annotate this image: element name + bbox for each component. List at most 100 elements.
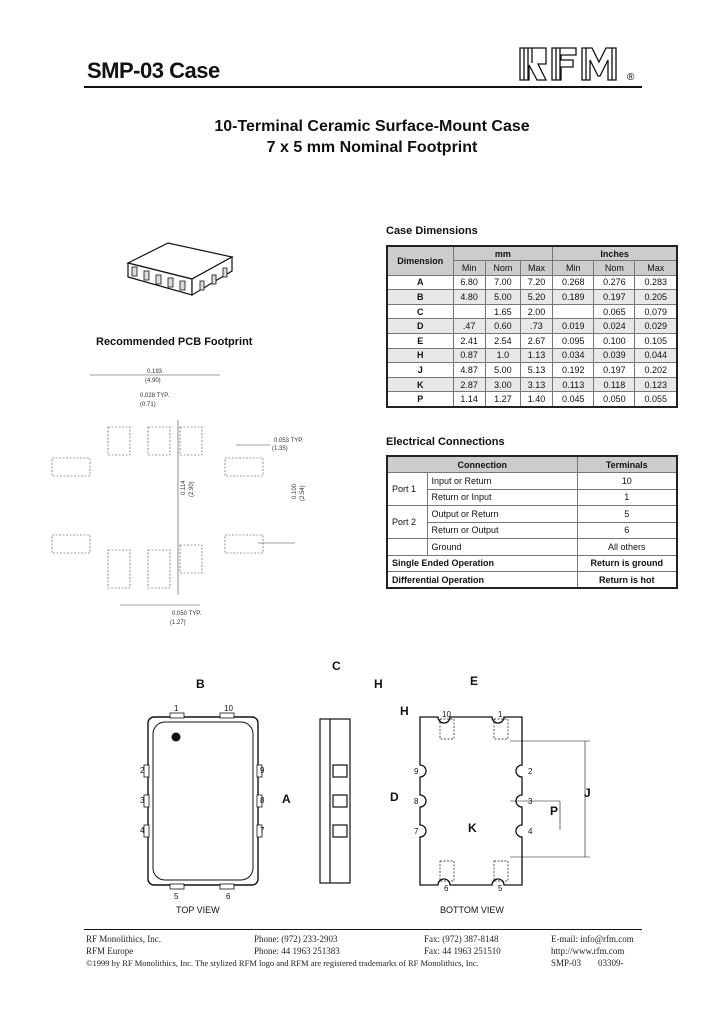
- dimension-value: 4.87: [452, 362, 486, 378]
- electrical-heading: Electrical Connections: [386, 436, 505, 448]
- terminal-cell: 6: [576, 521, 678, 539]
- connection-cell: Input or Return: [426, 472, 578, 490]
- sub-col: Max: [634, 260, 678, 276]
- dimension-value: 3.00: [484, 376, 521, 393]
- pin-9: 9: [260, 766, 265, 775]
- dimension-value: 1.0: [484, 347, 521, 364]
- label-p: P: [550, 804, 558, 818]
- connection-cell: Return or Input: [426, 488, 578, 506]
- dimension-label: E: [386, 333, 454, 349]
- pin-6: 6: [226, 892, 231, 901]
- dimension-value: 0.268: [552, 274, 595, 291]
- pin-7: 7: [260, 826, 265, 835]
- label-h-bottom: H: [400, 704, 409, 718]
- dimension-value: 7.00: [484, 274, 521, 291]
- dimension-value: [552, 303, 595, 320]
- blank-cell: [386, 538, 427, 555]
- side-view: [319, 718, 351, 884]
- label-k: K: [468, 821, 477, 835]
- dimension-value: 0.205: [634, 289, 678, 305]
- bottom-view-label: BOTTOM VIEW: [440, 905, 504, 915]
- pin-8: 8: [260, 796, 265, 805]
- terminal-cell: 10: [576, 472, 678, 490]
- pin-3: 3: [140, 796, 145, 805]
- dimension-value: 0.118: [593, 376, 636, 393]
- dimension-label: P: [386, 391, 454, 408]
- footer-doc-id: SMP-03: [551, 958, 582, 968]
- differential-value: Return is hot: [576, 571, 678, 589]
- package-views-drawing: 1 10 2 3 4 5 6 7 8 9 10 1 9 8 7 2 3 4 6 …: [140, 659, 591, 915]
- bottom-pin-10: 10: [442, 710, 451, 719]
- dimension-value: 2.00: [519, 303, 554, 320]
- footer-phone-us: Phone: (972) 233-2903: [254, 934, 338, 944]
- dimension-value: 4.80: [452, 289, 486, 305]
- dimension-value: 2.41: [452, 333, 486, 349]
- electrical-table: Connection Terminals Port 1 Input or Ret…: [386, 455, 678, 589]
- port1-label: Port 1: [386, 472, 428, 506]
- label-b: B: [196, 677, 205, 691]
- rfm-logo: ®: [519, 47, 635, 82]
- dimension-value: 0.050: [593, 391, 636, 408]
- bottom-pin-6: 6: [444, 884, 449, 893]
- dimension-value: 0.095: [552, 333, 595, 349]
- dimension-value: 6.80: [452, 274, 486, 291]
- label-h: H: [374, 677, 383, 691]
- dimension-value: 0.044: [634, 347, 678, 364]
- dimension-value: 0.192: [552, 362, 595, 378]
- dimension-value: 0.113: [552, 376, 595, 393]
- dimension-value: 0.055: [634, 391, 678, 408]
- dimension-label: J: [386, 362, 454, 378]
- pin-1: 1: [174, 704, 179, 713]
- pin-10: 10: [224, 704, 233, 713]
- sub-col: Nom: [484, 260, 521, 276]
- port2-label: Port 2: [386, 505, 428, 539]
- page-title: SMP-03 Case: [87, 58, 220, 83]
- col-terminals: Terminals: [576, 455, 678, 473]
- pcb-dim1: 0.193: [147, 369, 163, 375]
- bottom-pin-5: 5: [498, 884, 503, 893]
- pcb-dim3: 0.053 TYP.: [274, 438, 303, 444]
- sub-col: Min: [552, 260, 595, 276]
- dimension-value: 0.019: [552, 318, 595, 335]
- dimension-value: 5.13: [519, 362, 554, 378]
- dimension-value: 5.20: [519, 289, 554, 305]
- dimension-value: 0.024: [593, 318, 636, 335]
- dimension-value: 2.67: [519, 333, 554, 349]
- registered-mark: ®: [627, 72, 635, 82]
- subtitle-line2: 7 x 5 mm Nominal Footprint: [266, 139, 478, 156]
- top-view: [143, 712, 263, 890]
- footer-fax-us: Fax: (972) 387-8148: [424, 934, 499, 944]
- dimension-value: 1.40: [519, 391, 554, 408]
- differential-label: Differential Operation: [386, 571, 578, 589]
- pcb-dim6-mm: (1.27): [170, 620, 186, 626]
- connection-cell: Output or Return: [426, 505, 578, 523]
- package-illustration: [126, 242, 234, 297]
- dimension-value: 0.87: [452, 347, 486, 364]
- dimension-value: 0.045: [552, 391, 595, 408]
- dimension-value: 2.54: [484, 333, 521, 349]
- bottom-pin-1: 1: [498, 710, 503, 719]
- pcb-dim4: 0.114: [181, 480, 187, 495]
- dimension-value: 0.100: [593, 333, 636, 349]
- dimension-value: 0.029: [634, 318, 678, 335]
- dimension-value: 0.123: [634, 376, 678, 393]
- dimension-value: 0.197: [593, 362, 636, 378]
- pcb-dim5-mm: (2.54): [300, 485, 306, 501]
- terminal-cell: 5: [576, 505, 678, 523]
- pcb-dim2: 0.028 TYP.: [140, 393, 169, 399]
- sub-col: Min: [452, 260, 486, 276]
- dimension-value: 2.87: [452, 376, 486, 393]
- dimension-value: 1.27: [484, 391, 521, 408]
- footer-email: E-mail: info@rfm.com: [551, 934, 634, 944]
- footer-rule: [84, 929, 642, 930]
- label-j: J: [584, 786, 591, 800]
- sub-col: Max: [519, 260, 554, 276]
- dimension-value: 3.13: [519, 376, 554, 393]
- dimension-label: D: [386, 318, 454, 335]
